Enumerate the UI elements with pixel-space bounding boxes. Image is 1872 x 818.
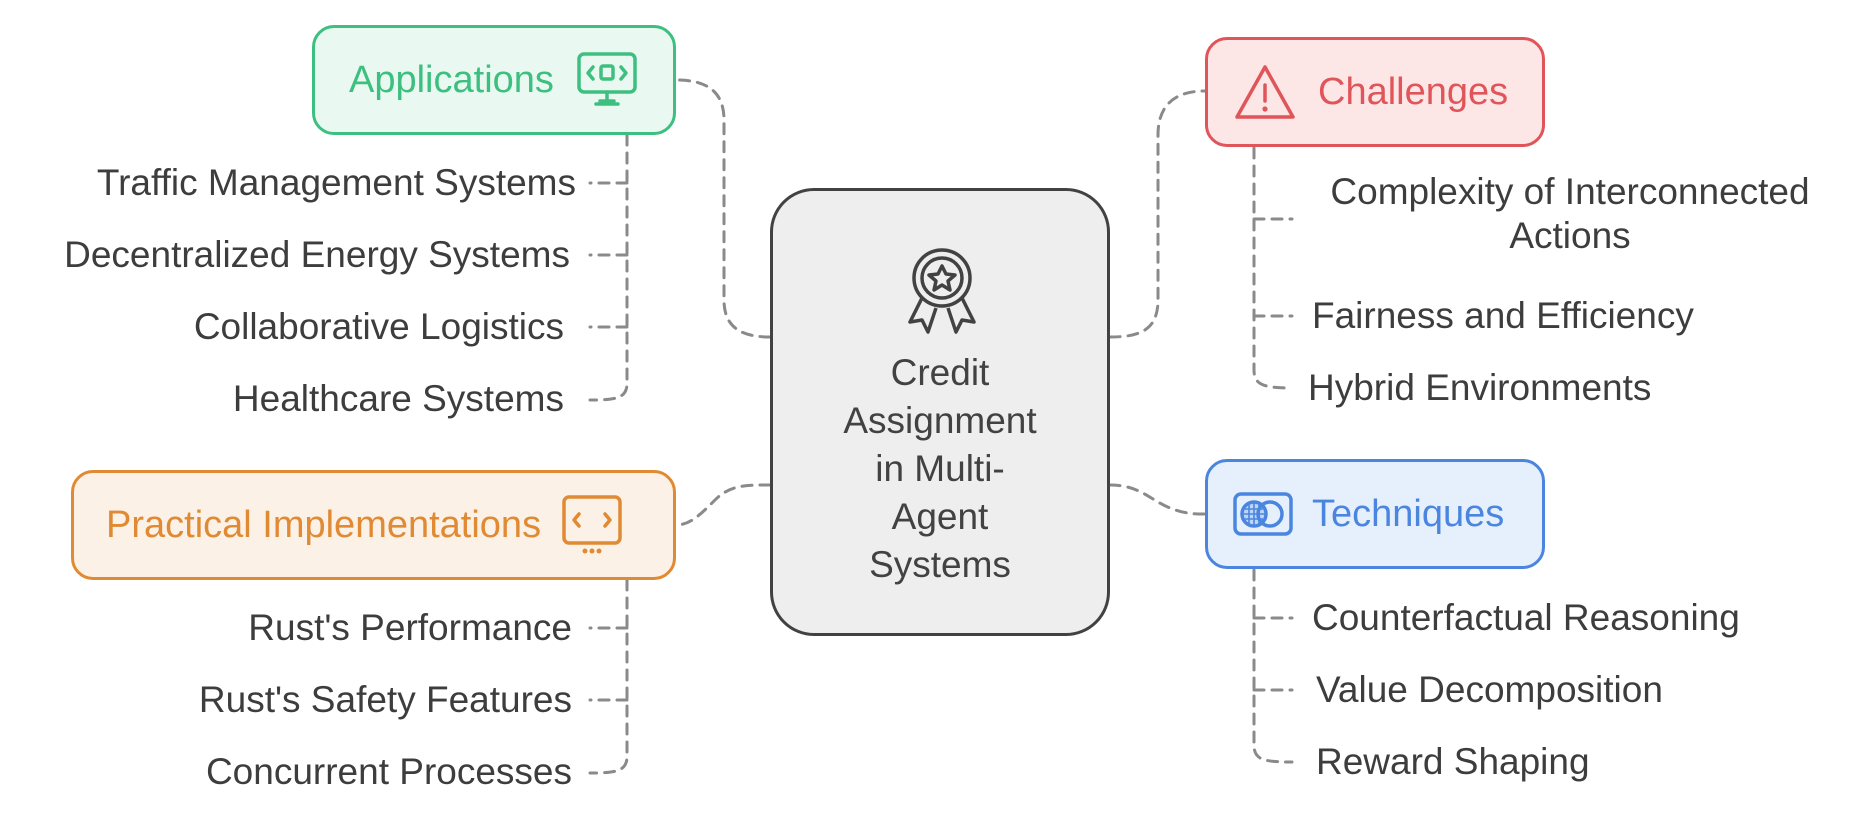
techniques-label: Techniques [1312, 492, 1505, 535]
challenges-item-1: Complexity of Interconnected Actions [1300, 170, 1840, 258]
central-topic-title: Credit Assignment in Multi- Agent System… [773, 349, 1107, 589]
code-window-icon [561, 494, 623, 556]
toggle-switch-icon [1232, 489, 1294, 539]
practical-item-1: Rust's Performance [248, 607, 572, 648]
challenges-item-3: Hybrid Environments [1308, 367, 1652, 408]
connector-center-applications [674, 78, 772, 339]
challenges-item-1-line-2: Actions [1509, 215, 1631, 256]
center-line-4: Agent [891, 496, 989, 537]
applications-item-1: Traffic Management Systems [96, 162, 576, 203]
applications-item-3: Collaborative Logistics [193, 306, 564, 347]
practical-item-2: Rust's Safety Features [198, 679, 572, 720]
challenges-label: Challenges [1318, 70, 1509, 113]
applications-item-2: Decentralized Energy Systems [64, 234, 570, 275]
techniques-item-1: Counterfactual Reasoning [1312, 597, 1740, 638]
applications-node: Applications [312, 25, 676, 135]
applications-spine [588, 133, 629, 402]
connector-center-techniques [1108, 483, 1207, 516]
award-ribbon-star-icon [908, 248, 976, 334]
monitor-code-icon [576, 51, 638, 109]
applications-item-4: Healthcare Systems [232, 378, 564, 419]
connector-center-challenges [1108, 89, 1207, 339]
central-topic-node: Credit Assignment in Multi- Agent System… [770, 188, 1110, 636]
practical-spine [588, 578, 629, 775]
center-line-5: Systems [869, 544, 1011, 585]
practical-item-3: Concurrent Processes [205, 751, 572, 792]
warning-triangle-icon [1234, 63, 1296, 121]
challenges-item-2: Fairness and Efficiency [1312, 295, 1694, 336]
practical-implementations-node: Practical Implementations [71, 470, 676, 580]
center-line-2: Assignment [843, 400, 1037, 441]
techniques-spine [1252, 568, 1294, 764]
applications-label: Applications [349, 58, 554, 101]
challenges-node: Challenges [1205, 37, 1545, 147]
techniques-item-3: Reward Shaping [1316, 741, 1590, 782]
connector-center-practical [674, 483, 772, 527]
practical-implementations-label: Practical Implementations [106, 503, 542, 546]
techniques-node: Techniques [1205, 459, 1545, 569]
challenges-spine [1252, 146, 1294, 390]
center-line-3: in Multi- [875, 448, 1005, 489]
challenges-item-1-line-1: Complexity of Interconnected [1330, 171, 1810, 212]
center-line-1: Credit [890, 352, 990, 393]
techniques-item-2: Value Decomposition [1316, 669, 1663, 710]
